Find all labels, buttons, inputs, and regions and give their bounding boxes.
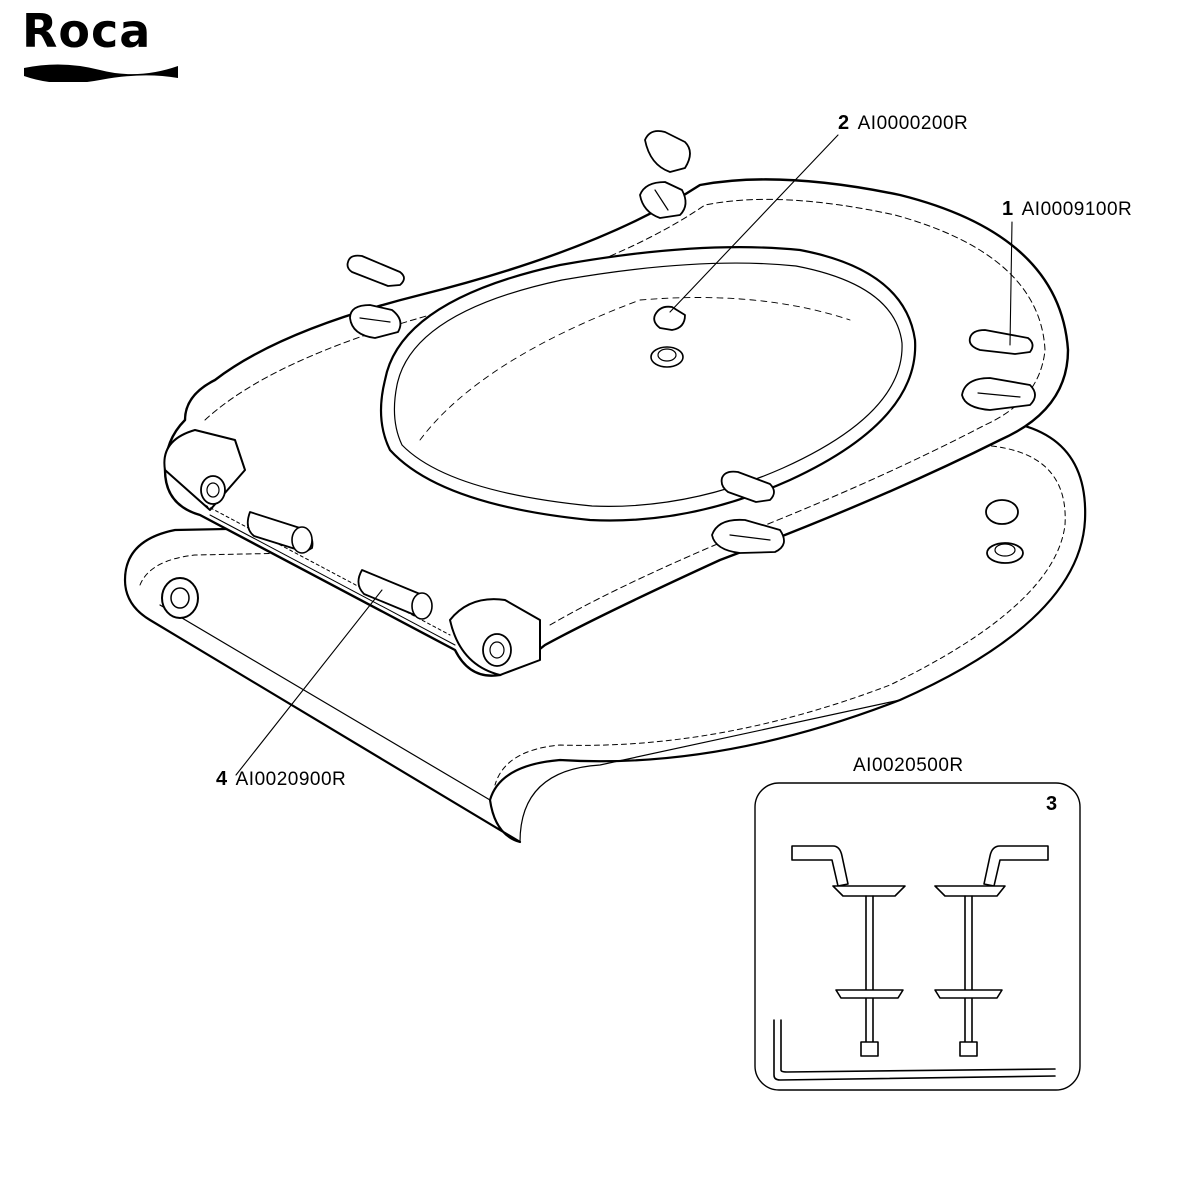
- seat-cover: [163, 178, 1070, 677]
- inset-box-part-3: [754, 782, 1081, 1091]
- callout-code: AI0000200R: [857, 113, 969, 134]
- callout-number: 1: [1002, 198, 1014, 220]
- bumper-slots: [349, 181, 1036, 554]
- callout-part-4: 4 AI0020900R: [216, 768, 346, 791]
- inset-part-number: 3: [1046, 793, 1058, 815]
- roca-logo: Roca: [22, 4, 182, 82]
- callout-part-1: 1 AI0009100R: [1002, 198, 1132, 221]
- leader-lines: [235, 134, 1013, 776]
- callout-code: AI0009100R: [1021, 199, 1133, 220]
- callout-part-2: 2 AI0000200R: [838, 112, 968, 135]
- hinge-pins: [246, 511, 433, 620]
- callout-code: AI0020900R: [235, 769, 347, 790]
- callout-number: 2: [838, 112, 850, 134]
- logo-wave: [24, 64, 178, 82]
- callout-number: 4: [216, 768, 228, 790]
- logo-wordmark: Roca: [22, 4, 152, 58]
- inset-part-code: AI0020500R: [853, 755, 964, 776]
- bumper-parts: [346, 130, 1034, 503]
